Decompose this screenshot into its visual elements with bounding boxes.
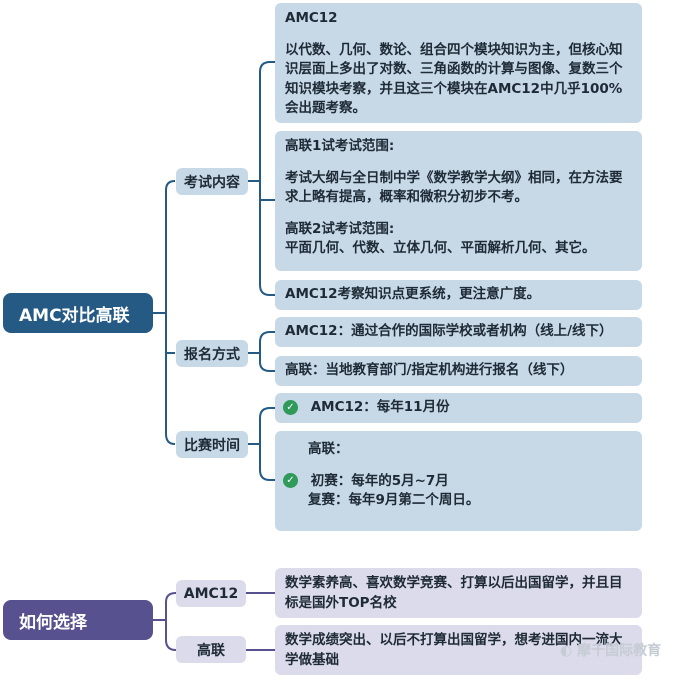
leaf-text: AMC12考察知识点更系统，更注意广度。 xyxy=(285,286,541,302)
leaf-signup-amc12: AMC12：通过合作的国际学校或者机构（线上/线下） xyxy=(275,317,642,347)
branch-label: AMC12 xyxy=(183,585,239,602)
leaf-title: 高联1试考试范围: xyxy=(285,138,395,154)
leaf-choose-gaolian: 数学成绩突出、以后不打算出国留学，想考进国内一流大学做基础 xyxy=(275,625,642,675)
leaf-text: 复赛：每年9月第二个周日。 xyxy=(308,492,480,509)
root-node-label: AMC对比高联 xyxy=(19,305,130,326)
branch-label: 报名方式 xyxy=(184,346,240,363)
leaf-choose-amc12: 数学素养高、喜欢数学竞赛、打算以后出国留学，并且目标是国外TOP名校 xyxy=(275,568,642,618)
branch-competition-time: 比赛时间 xyxy=(176,431,248,458)
check-icon: ✓ xyxy=(283,399,298,415)
leaf-text: AMC12：每年11月份 xyxy=(310,399,450,415)
leaf-text: 初赛：每年的5月~7月 xyxy=(310,472,449,489)
connector-spine2 xyxy=(165,592,177,651)
leaf-text: 数学素养高、喜欢数学竞赛、打算以后出国留学，并且目标是国外TOP名校 xyxy=(285,575,623,611)
leaf-title: AMC12 xyxy=(285,10,338,26)
connector-signup-group xyxy=(248,331,275,372)
branch-choose-gaolian: 高联 xyxy=(176,636,246,663)
leaf-title: 高联： xyxy=(308,441,349,457)
leaf-time-gaolian: 高联： ✓ 初赛：每年的5月~7月 复赛：每年9月第二个周日。 xyxy=(275,431,642,531)
watermark-text: 摩千国际教育 xyxy=(577,643,662,659)
connector-time-group xyxy=(248,407,275,481)
check-icon: ✓ xyxy=(283,473,298,489)
connector-content-group xyxy=(248,61,275,296)
leaf-text: 数学成绩突出、以后不打算出国留学，想考进国内一流大学做基础 xyxy=(285,632,623,668)
branch-signup-method: 报名方式 xyxy=(176,340,248,367)
root-node-how-to-choose: 如何选择 xyxy=(3,600,153,640)
leaf-title: 高联2试考试范围: xyxy=(285,220,395,237)
branch-choose-amc12: AMC12 xyxy=(176,580,246,607)
leaf-text: 以代数、几何、数论、组合四个模块知识为主，但核心知识层面上多出了对数、三角函数的… xyxy=(285,41,623,117)
root-node-amc-vs-gaolian: AMC对比高联 xyxy=(3,293,153,333)
connector-spine xyxy=(165,180,176,445)
leaf-text: 考试大纲与全日制中学《数学教学大纲》相同，在方法要求上略有提高，概率和微积分初步… xyxy=(285,169,623,206)
root-node-label: 如何选择 xyxy=(19,612,87,633)
leaf-text: 平面几何、代数、立体几何、平面解析几何、其它。 xyxy=(285,240,596,257)
branch-label: 高联 xyxy=(197,642,225,659)
leaf-text: AMC12：通过合作的国际学校或者机构（线上/线下） xyxy=(285,323,613,339)
leaf-time-amc12: ✓ AMC12：每年11月份 xyxy=(275,393,642,423)
watermark: ◐ 摩千国际教育 xyxy=(560,640,661,660)
leaf-amc12-content: AMC12 以代数、几何、数论、组合四个模块知识为主，但核心知识层面上多出了对数… xyxy=(275,3,642,123)
leaf-gaolian-scope: 高联1试考试范围: 考试大纲与全日制中学《数学教学大纲》相同，在方法要求上略有提… xyxy=(275,131,642,271)
branch-exam-content: 考试内容 xyxy=(176,168,248,195)
leaf-amc12-system: AMC12考察知识点更系统，更注意广度。 xyxy=(275,280,642,310)
leaf-text: 高联：当地教育部门/指定机构进行报名（线下） xyxy=(285,362,574,378)
leaf-signup-gaolian: 高联：当地教育部门/指定机构进行报名（线下） xyxy=(275,356,642,386)
branch-label: 比赛时间 xyxy=(184,437,240,454)
branch-label: 考试内容 xyxy=(184,174,240,191)
wechat-icon: ◐ xyxy=(560,643,573,659)
